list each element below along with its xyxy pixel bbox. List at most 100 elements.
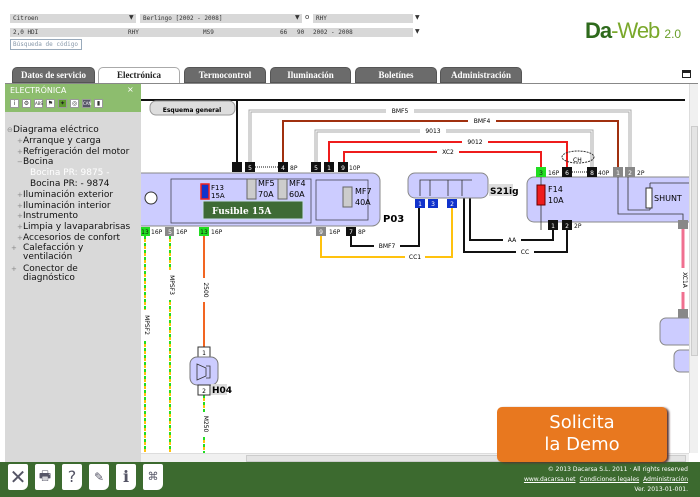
module-label-p03: P03 (383, 214, 404, 225)
svg-text:9: 9 (319, 229, 323, 236)
svg-text:F14: F14 (548, 185, 563, 194)
engine-code-select[interactable]: RHY (313, 14, 413, 23)
footer: ✕ 🖶 ? ✎ i ⌘ © 2013 Dacarsa S.L. 2011 · A… (0, 462, 700, 497)
module-right-lower (659, 317, 689, 346)
tree-child-selected[interactable]: Bocina PR: 9875 - (30, 168, 110, 178)
abs-icon[interactable]: ABS (34, 99, 43, 108)
svg-text:4: 4 (281, 165, 285, 172)
can-icon[interactable]: CAN (82, 99, 92, 108)
tab-electronica[interactable]: Electrónica (98, 67, 180, 84)
svg-text:1: 1 (327, 165, 331, 172)
edit-icon[interactable]: ✎ (89, 464, 109, 490)
copyright: © 2013 Dacarsa S.L. 2011 · All rights re… (547, 466, 688, 473)
tree-item[interactable]: +Calefacción y ventilación (11, 243, 84, 262)
tab-termocontrol[interactable]: Termocontrol (184, 67, 266, 83)
close-icon[interactable]: ✕ (8, 464, 28, 490)
engine-icon[interactable]: ⚙ (22, 99, 31, 108)
sidebar-title: ELECTRÓNICA (10, 86, 67, 95)
svg-text:6: 6 (565, 170, 569, 177)
maximize-icon[interactable] (682, 70, 691, 78)
electrical-icon[interactable]: ✦ (58, 99, 67, 108)
tab-iluminacion[interactable]: Iluminación (270, 67, 351, 83)
info-icon[interactable]: i (10, 99, 19, 108)
model-select[interactable]: Berlingo [2002 - 2008] (140, 14, 302, 23)
link-dacarsa[interactable]: www.dacarsa.net (523, 476, 576, 483)
tree-child[interactable]: Bocina PR: - 9874 (30, 179, 110, 189)
horizontal-scrollbar[interactable] (141, 453, 689, 462)
collapse-icon[interactable]: − (17, 158, 23, 166)
wiring-diagram[interactable]: Esquema general BMF5 BMF4 9013 9012 XC2 … (141, 84, 689, 453)
tree-item[interactable]: +Limpia y lavaparabrisas (17, 222, 131, 232)
daweb-logo: Da-Web 2.0 (585, 18, 682, 43)
svg-text:7: 7 (349, 229, 353, 236)
overview-button[interactable]: Esquema general (149, 100, 236, 116)
model-dropdown-arrow-icon[interactable]: ▼ (295, 14, 300, 21)
make-dropdown-arrow-icon[interactable]: ▼ (129, 14, 134, 21)
collapse-icon[interactable]: ⊖ (7, 126, 13, 134)
tree-item[interactable]: +Refrigeración del motor (17, 147, 130, 157)
fuse-f13 (200, 183, 210, 200)
svg-text:10A: 10A (548, 196, 564, 205)
sidebar-close-icon[interactable]: × (127, 85, 134, 94)
tree-item[interactable]: +Arranque y carga (17, 136, 101, 146)
expand-icon[interactable]: + (11, 244, 17, 252)
print-icon[interactable]: 🖶 (35, 464, 55, 490)
horn-h04[interactable]: 1 2 H04 (189, 346, 232, 396)
airbag-icon[interactable]: ⚑ (46, 99, 55, 108)
binoculars-icon[interactable]: ⌘ (143, 464, 163, 490)
expand-icon[interactable]: + (17, 202, 23, 210)
svg-text:MF4: MF4 (289, 179, 306, 188)
svg-text:1: 1 (418, 201, 422, 208)
transmission-icon[interactable]: ◎ (70, 99, 79, 108)
wire-label-9012: 9012 (467, 139, 482, 146)
tab-administracion[interactable]: Administración (440, 67, 522, 83)
tab-boletines[interactable]: Boletínes (355, 67, 437, 83)
expand-icon[interactable]: + (17, 137, 23, 145)
link-administracion[interactable]: Administración (643, 476, 688, 483)
make-select[interactable]: Citroen (10, 14, 136, 23)
tree-item[interactable]: +Iluminación interior (17, 201, 111, 211)
vertical-scrollbar[interactable] (689, 84, 698, 453)
svg-text:9: 9 (341, 165, 345, 172)
expand-icon[interactable]: + (11, 265, 17, 273)
version-dropdown-arrow-icon[interactable]: ▼ (415, 28, 420, 35)
tree-item[interactable]: +Iluminación exterior (17, 190, 114, 200)
expand-icon[interactable]: + (17, 212, 23, 220)
svg-text:16P: 16P (151, 229, 163, 236)
svg-text:8: 8 (590, 170, 594, 177)
svg-text:40A: 40A (355, 198, 371, 207)
version-text: Ver. 2013-01-001. (634, 486, 688, 493)
info-icon[interactable]: i (116, 464, 136, 490)
help-icon[interactable]: ? (62, 464, 82, 490)
expand-icon[interactable]: + (17, 234, 23, 242)
wire-label-bmf4: BMF4 (474, 118, 491, 125)
vertical-scroll-thumb[interactable] (691, 126, 698, 356)
tree-item[interactable]: −Bocina (17, 157, 54, 167)
sidebar-header: ELECTRÓNICA × i ⚙ ABS ⚑ ✦ ◎ CAN ▮ (5, 84, 141, 112)
tab-datos-de-servicio[interactable]: Datos de servicio (12, 67, 95, 83)
request-demo-button[interactable]: Solicita la Demo (497, 407, 667, 462)
horizontal-scroll-thumb[interactable] (246, 455, 686, 462)
expand-icon[interactable]: + (17, 191, 23, 199)
tree-root[interactable]: ⊖Diagrama eléctrico (7, 125, 99, 135)
svg-text:2: 2 (565, 223, 569, 230)
wire-label-xc1a: XC1A (681, 272, 688, 289)
fuel-icon[interactable]: ▮ (94, 99, 103, 108)
wire-label-mpsf2: MPSF2 (143, 315, 150, 335)
engine-dropdown-arrow-icon[interactable]: ▼ (415, 14, 420, 21)
tree-item[interactable]: +Instrumento (17, 211, 79, 221)
svg-text:S21ig: S21ig (490, 187, 519, 197)
tree-item[interactable]: +Accesorios de confort (17, 233, 121, 243)
tree-item[interactable]: +Conector de diagnóstico (11, 264, 78, 283)
expand-icon[interactable]: + (17, 148, 23, 156)
expand-icon[interactable]: + (17, 223, 23, 231)
link-legal[interactable]: Condiciones legales (579, 476, 640, 483)
code-search-input[interactable]: Búsqueda de código (10, 39, 82, 50)
switch-s21ig[interactable]: S21ig 1 3 2 (407, 172, 519, 208)
svg-text:1: 1 (551, 223, 555, 230)
wire-label-9013: 9013 (425, 128, 440, 135)
